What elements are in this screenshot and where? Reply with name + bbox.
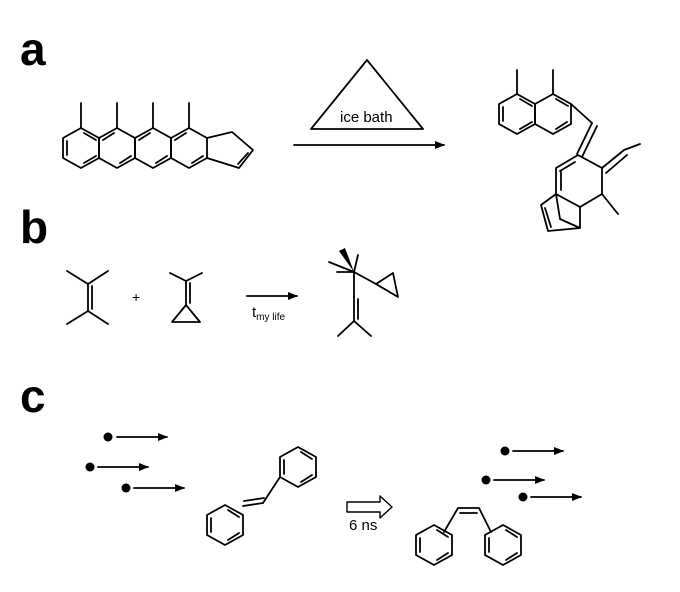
particle-dot (518, 492, 528, 502)
reactant-isopropylidenecyclopropane (169, 272, 203, 323)
trans-stilbene (206, 446, 317, 546)
condition-ice-bath: ice bath (340, 109, 393, 126)
cis-stilbene (415, 507, 522, 566)
outgoing-particles (493, 447, 582, 501)
particle-dot (103, 432, 113, 442)
condition-6ns: 6 ns (349, 517, 378, 534)
panel-label-a: a (20, 23, 46, 75)
panel-label-c: c (20, 370, 46, 422)
condition-time: tmy life (252, 305, 285, 326)
heat-triangle (310, 59, 424, 130)
particle-dot (500, 446, 510, 456)
particle-dot (121, 483, 131, 493)
wedge-bond (339, 248, 354, 272)
incoming-particles (97, 433, 185, 492)
plus-sign: + (132, 289, 141, 305)
product-a (498, 69, 641, 232)
reactant-fused-ring-a (62, 102, 254, 169)
particle-dot (85, 462, 95, 472)
product-b (328, 254, 399, 337)
condition-time-main: t (252, 304, 257, 321)
hollow-arrow (346, 495, 393, 519)
condition-time-sub: my life (256, 312, 286, 323)
panel-label-b: b (20, 201, 49, 253)
reactant-tetramethylethylene (66, 270, 109, 325)
particle-dot (481, 475, 491, 485)
